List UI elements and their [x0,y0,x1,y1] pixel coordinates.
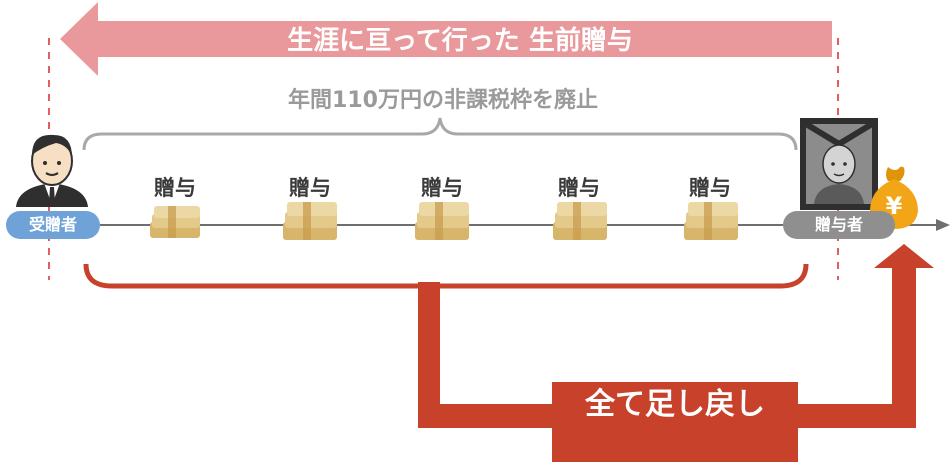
businessman-icon [16,134,88,207]
money-stack-icon [553,202,607,240]
return-box [552,382,798,462]
money-stack-icon [283,202,337,240]
money-stack-icon [150,206,200,238]
subtitle: 年間110万円の非課税枠を廃止 [288,88,598,113]
gift-label: 贈与 [289,176,331,200]
return-label: 全て足し戻し [585,387,765,422]
lower-bracket [83,263,809,289]
deceased-portrait-icon [800,118,878,210]
upper-bracket [82,117,798,151]
return-arrow [418,244,934,462]
timeline-arrowhead [936,219,950,231]
gift-label: 贈与 [154,176,196,200]
yen-symbol: ¥ [886,192,903,220]
lifetime-gift-arrow [60,2,832,76]
gift-label: 贈与 [558,176,600,200]
money-stack-icon [684,202,738,240]
recipient-label: 受贈者 [6,211,100,239]
donor-label: 贈与者 [783,211,895,239]
gift-label: 贈与 [421,176,463,200]
money-stack-icon [415,202,469,240]
banner-title: 生涯に亘って行った 生前贈与 [287,26,633,56]
gift-label: 贈与 [689,176,731,200]
